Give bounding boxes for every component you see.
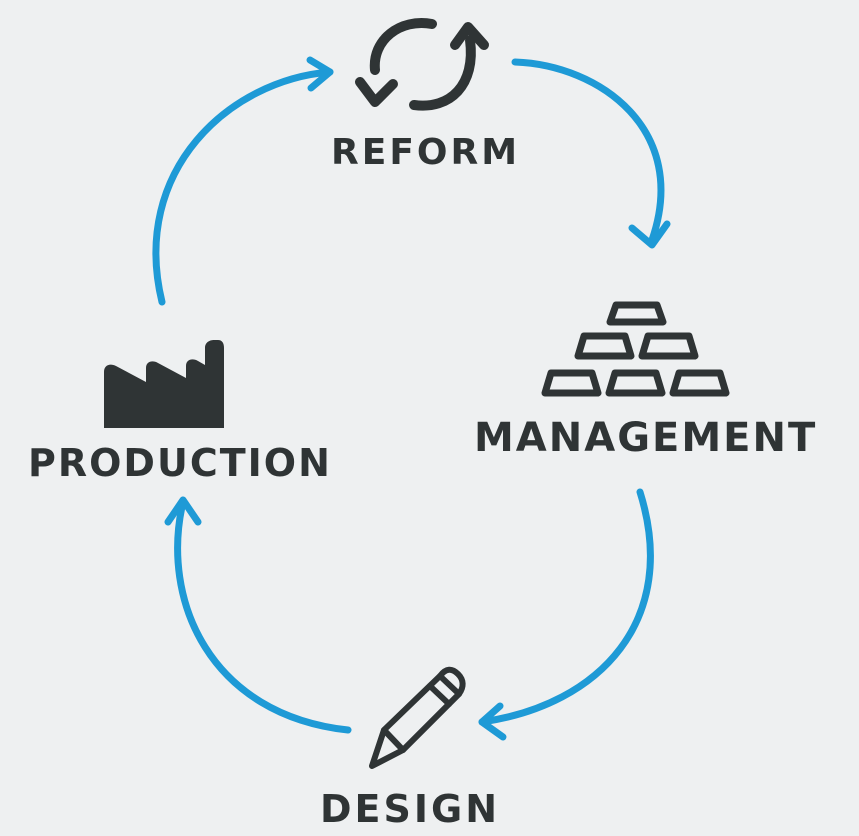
gold-bars-icon	[541, 301, 730, 397]
refresh-icon	[355, 18, 489, 111]
factory-icon	[104, 340, 224, 428]
arrow-management-to-design	[478, 488, 654, 741]
node-label-production: PRODUCTION	[28, 441, 332, 485]
arrow-reform-to-management	[511, 58, 671, 249]
arrow-design-to-production	[164, 496, 352, 734]
pencil-icon	[369, 666, 466, 769]
node-label-reform: REFORM	[331, 132, 521, 173]
arrow-production-to-reform	[152, 56, 334, 306]
node-label-management: MANAGEMENT	[474, 415, 818, 461]
node-label-design: DESIGN	[320, 787, 501, 831]
